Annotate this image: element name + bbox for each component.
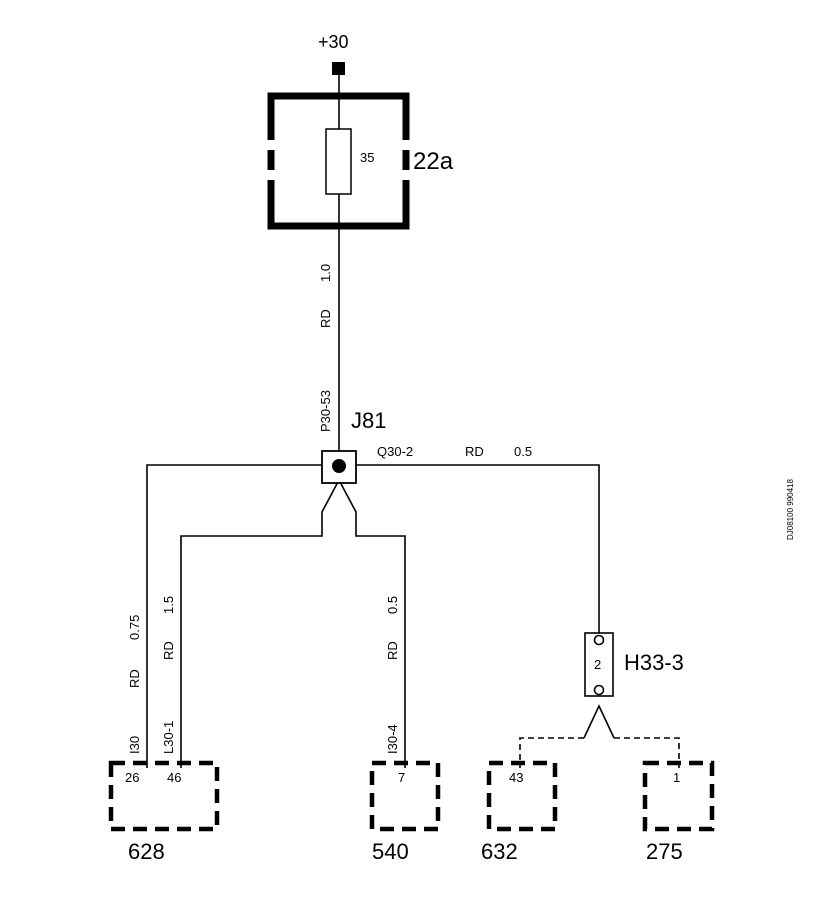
junction-node [332, 459, 346, 473]
wire-left1-id: I30 [127, 736, 142, 754]
wire-left2-size: 1.5 [161, 596, 176, 614]
component-540-label: 540 [372, 839, 409, 864]
fuse-element [325, 128, 352, 195]
component-540-box [369, 760, 441, 832]
junction-label: J81 [351, 408, 386, 433]
component-275-box [642, 760, 715, 832]
fuse-box-label: 22a [413, 148, 454, 175]
connector-label: H33-3 [624, 650, 684, 675]
wire-main-size: 1.0 [318, 264, 333, 282]
supply-terminal [332, 62, 345, 75]
wire-left1 [146, 464, 322, 768]
component-628-pin2: 46 [167, 770, 181, 785]
connector-pin-number: 2 [594, 657, 601, 672]
wire-right [356, 464, 600, 636]
connector-pin-top [593, 634, 605, 646]
wire-mid-id: I30-4 [385, 724, 400, 754]
wire-main-color: RD [318, 309, 333, 328]
wire-main-id: P30-53 [318, 390, 333, 432]
supply-label: +30 [318, 32, 349, 52]
component-628-pin1: 26 [125, 770, 139, 785]
wire-left2 [180, 479, 340, 768]
wire-left2-color: RD [161, 641, 176, 660]
component-632-box [486, 760, 558, 832]
component-628-label: 628 [128, 839, 165, 864]
wire-left1-size: 0.75 [127, 615, 142, 640]
wire-mid-size: 0.5 [385, 596, 400, 614]
wire-mid [338, 479, 406, 768]
component-628-box [108, 760, 220, 832]
junction-box [321, 450, 357, 484]
wire-mid-color: RD [385, 641, 400, 660]
document-id: DJ08100 990418 [786, 479, 795, 540]
component-540-pin: 7 [398, 770, 405, 785]
wire-dashed-632 [519, 737, 584, 768]
component-632-label: 632 [481, 839, 518, 864]
connector-fork [583, 704, 615, 739]
wire-right-size: 0.5 [514, 444, 532, 459]
component-632-pin: 43 [509, 770, 523, 785]
component-275-label: 275 [646, 839, 683, 864]
wire-right-color: RD [465, 444, 484, 459]
component-275-pin: 1 [673, 770, 680, 785]
fuse-rating: 35 [360, 150, 374, 165]
wire-dashed-275 [614, 737, 680, 768]
connector-pin-bottom [593, 684, 605, 696]
wire-left1-color: RD [127, 669, 142, 688]
wire-left2-id: L30-1 [161, 721, 176, 754]
wire-right-id: Q30-2 [377, 444, 413, 459]
